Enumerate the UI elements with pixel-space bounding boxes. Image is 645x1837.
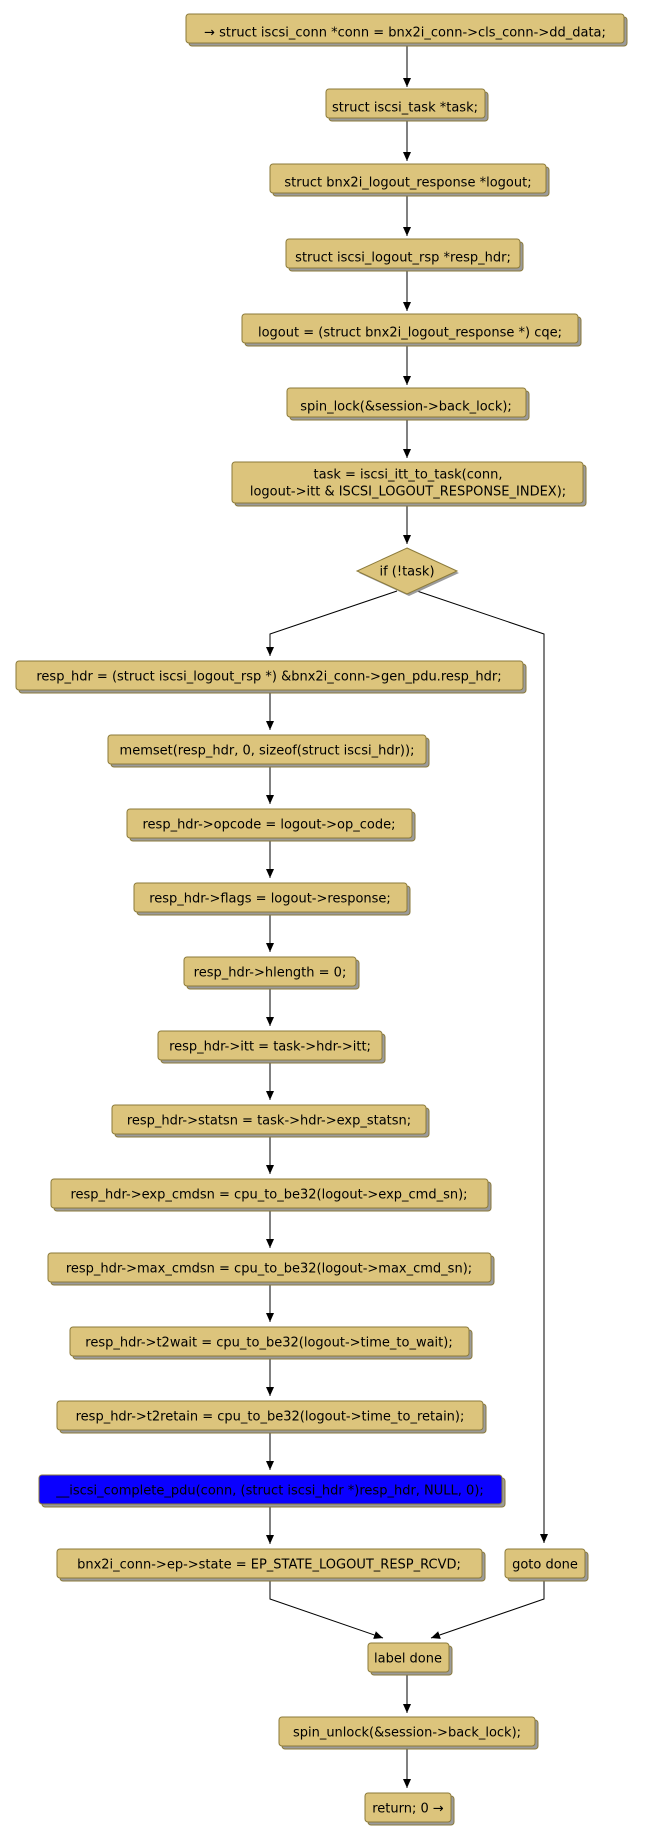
node-flags: resp_hdr->flags = logout->response; [133,882,411,916]
node-label: struct bnx2i_logout_response *logout; [284,176,531,191]
node-label: struct iscsi_task *task; [332,101,478,116]
node-label: logout->itt & ISCSI_LOGOUT_RESPONSE_INDE… [250,485,566,500]
node-resp-hdr-assign: resp_hdr = (struct iscsi_logout_rsp *) &… [15,660,527,694]
node-t2retain: resp_hdr->t2retain = cpu_to_be32(logout-… [56,1400,487,1434]
node-label: return; 0 → [372,1802,444,1817]
node-label: resp_hdr->t2retain = cpu_to_be32(logout-… [76,1410,465,1425]
node-label: resp_hdr->itt = task->hdr->itt; [169,1040,371,1055]
node-label: logout = (struct bnx2i_logout_response *… [258,326,562,341]
node-ep-state: bnx2i_conn->ep->state = EP_STATE_LOGOUT_… [56,1548,486,1582]
node-logout-decl: struct bnx2i_logout_response *logout; [269,163,550,197]
edges [266,46,548,1788]
node-t2wait: resp_hdr->t2wait = cpu_to_be32(logout->t… [69,1326,473,1360]
node-label: goto done [512,1558,578,1573]
node-label: spin_unlock(&session->back_lock); [293,1726,521,1741]
node-spin-lock: spin_lock(&session->back_lock); [286,387,530,421]
node-label: bnx2i_conn->ep->state = EP_STATE_LOGOUT_… [77,1558,461,1573]
node-task-decl: struct iscsi_task *task; [325,88,489,122]
node-label: resp_hdr->flags = logout->response; [149,892,391,907]
node-label: resp_hdr->statsn = task->hdr->exp_statsn… [127,1114,411,1129]
node-label: memset(resp_hdr, 0, sizeof(struct iscsi_… [120,744,415,759]
node-logout-assign: logout = (struct bnx2i_logout_response *… [241,313,582,347]
node-conn-decl: → struct iscsi_conn *conn = bnx2i_conn->… [185,13,628,47]
node-label-done: label done [367,1642,453,1676]
node-return: return; 0 → [364,1792,455,1826]
node-itt: resp_hdr->itt = task->hdr->itt; [157,1030,386,1064]
edge-false [416,590,548,1543]
node-label: resp_hdr->opcode = logout->op_code; [142,818,395,833]
node-label: resp_hdr->hlength = 0; [194,966,347,981]
node-exp-cmdsn: resp_hdr->exp_cmdsn = cpu_to_be32(logout… [50,1178,492,1212]
edge-merge-left [269,1576,384,1639]
node-resp-hdr-decl: struct iscsi_logout_rsp *resp_hdr; [285,238,524,272]
node-hlength: resp_hdr->hlength = 0; [183,956,360,990]
node-max-cmdsn: resp_hdr->max_cmdsn = cpu_to_be32(logout… [47,1252,495,1286]
node-label: → struct iscsi_conn *conn = bnx2i_conn->… [204,26,606,41]
node-statsn: resp_hdr->statsn = task->hdr->exp_statsn… [111,1104,430,1138]
edge-merge-right [430,1576,545,1639]
node-memset: memset(resp_hdr, 0, sizeof(struct iscsi_… [107,734,430,768]
node-label: resp_hdr->exp_cmdsn = cpu_to_be32(logout… [70,1188,467,1203]
node-label: __iscsi_complete_pdu(conn, (struct iscsi… [55,1484,484,1499]
node-label: label done [374,1652,442,1667]
edge-true [266,590,398,656]
node-spin-unlock: spin_unlock(&session->back_lock); [278,1716,539,1750]
decision-if-task: if (!task) [355,547,459,596]
node-label: task = iscsi_itt_to_task(conn, [314,468,503,483]
node-complete-pdu: __iscsi_complete_pdu(conn, (struct iscsi… [38,1474,506,1508]
node-label: struct iscsi_logout_rsp *resp_hdr; [295,251,511,266]
node-opcode: resp_hdr->opcode = logout->op_code; [126,808,416,842]
node-label: resp_hdr->t2wait = cpu_to_be32(logout->t… [85,1336,452,1351]
node-task-assign: task = iscsi_itt_to_task(conn, logout->i… [231,461,587,507]
node-label: spin_lock(&session->back_lock); [300,400,512,415]
node-label: resp_hdr = (struct iscsi_logout_rsp *) &… [36,670,501,685]
decision-label: if (!task) [379,565,434,580]
node-label: resp_hdr->max_cmdsn = cpu_to_be32(logout… [66,1262,472,1277]
node-goto-done: goto done [504,1548,589,1582]
